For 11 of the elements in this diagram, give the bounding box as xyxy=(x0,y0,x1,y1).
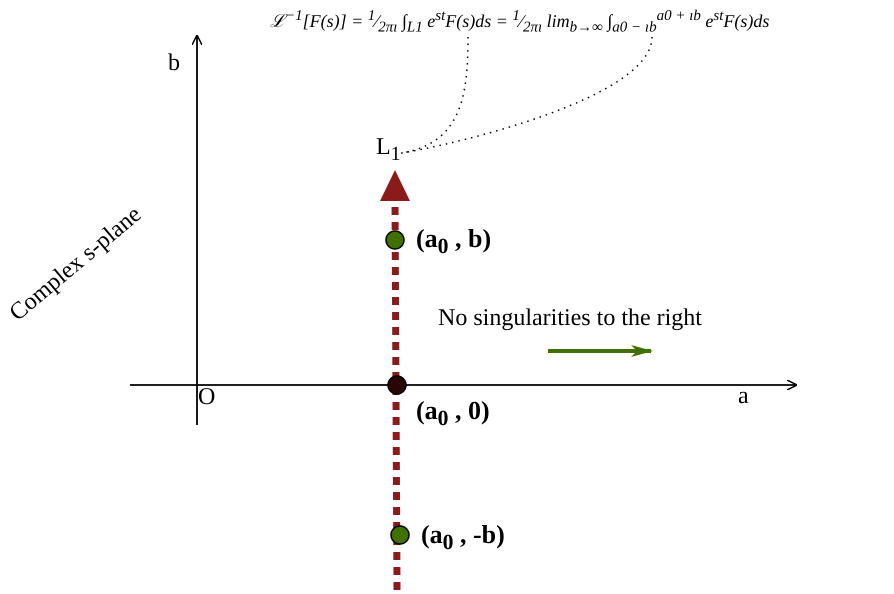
point-label: (a$_{0}$ , b) xyxy=(416,224,492,260)
point-label: (a$_{0}$ , -b) xyxy=(421,520,505,556)
origin-label: O xyxy=(198,384,216,411)
point-label: (a$_{0}$ , 0) xyxy=(416,396,490,432)
formula-text: ℒ$^{−1}$[F(s)] = $^{1}$⁄$_{2πı}$ ∫$_{L1}$ e$^{st}$F(s)ds = $^{1}$⁄$_{2πı}$ lim$_{b→∞}$ ∫$_{a0 − ıb}$$^{a0 + ıb}$ e$^{st}$F(s)ds xyxy=(270,8,770,37)
note-text: No singularities to the right xyxy=(438,305,702,332)
axis-label: a xyxy=(738,383,749,410)
axis-label: b xyxy=(168,50,180,77)
contour-label: L$_{1}$ xyxy=(376,134,401,166)
leader-line xyxy=(400,37,469,154)
leader-line xyxy=(400,36,653,154)
